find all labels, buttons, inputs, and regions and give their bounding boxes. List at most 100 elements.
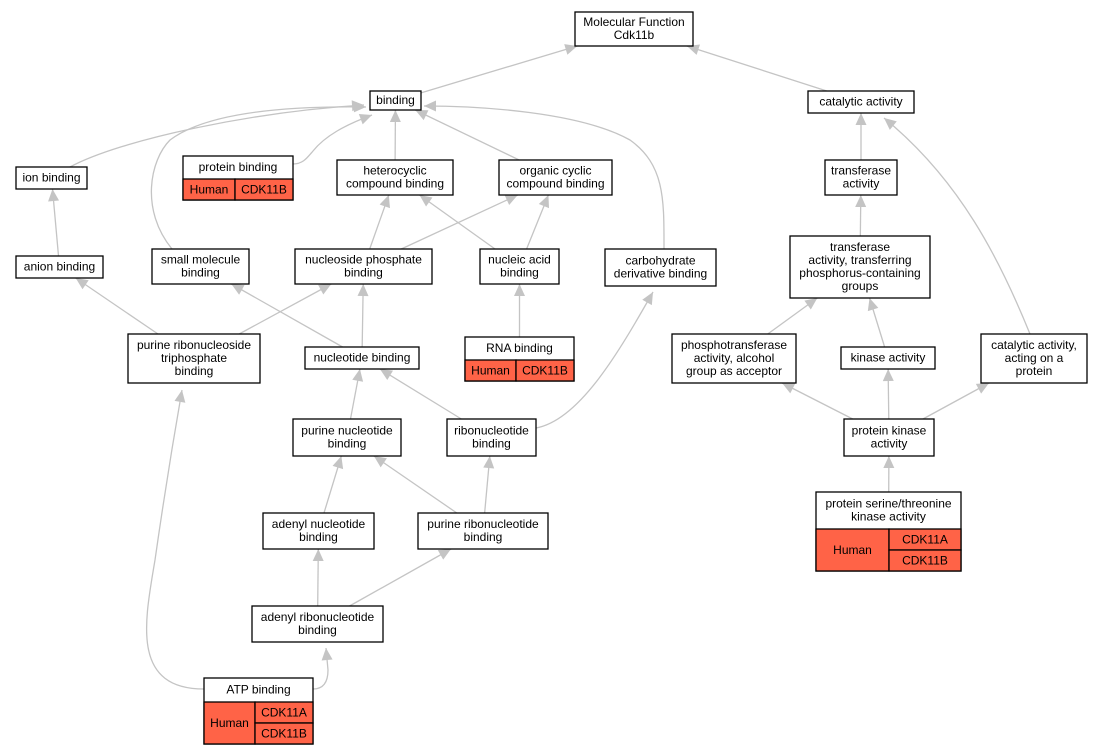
edge-heterocyclic-compound-binding-to-binding-arrowhead — [389, 110, 401, 123]
edge-protein-kinase-activity-to-phosphotransferase-alcohol — [781, 382, 853, 420]
edge-purine-ribonucleoside-triphosphate-binding-to-nucleoside-phosphate-binding-arrowhead — [318, 284, 332, 295]
edge-transferase-activity-to-catalytic-activity-arrowhead — [855, 113, 867, 125]
edge-protein-serine-threonine-kinase-to-protein-kinase-activity-arrowhead — [883, 456, 895, 469]
node-ion-binding[interactable]: ion binding — [15, 166, 88, 190]
edge-atp-binding-to-adenyl-ribonucleotide-binding-arrowhead — [321, 648, 333, 661]
node-anion-binding[interactable]: anion binding — [15, 255, 104, 279]
node-molecular-function-label-line: Molecular Function — [583, 15, 684, 29]
node-ion-binding-box — [15, 166, 88, 190]
node-catalytic-acting-on-protein-label-line: acting on a — [1005, 351, 1064, 365]
node-protein-binding-species-label: Human — [190, 183, 229, 197]
node-nucleic-acid-binding-box — [479, 248, 560, 285]
node-transferase-phosphorus-box — [789, 235, 931, 299]
node-binding[interactable]: binding — [369, 90, 422, 111]
node-atp-binding-gene-cell[interactable] — [254, 722, 314, 745]
node-ribonucleotide-binding-label-line: ribonucleotide — [454, 424, 529, 438]
edge-protein-kinase-activity-to-catalytic-acting-on-protein — [922, 382, 990, 420]
edge-adenyl-ribonucleotide-binding-to-adenyl-nucleotide-binding — [312, 548, 324, 607]
edge-transferase-phosphorus-to-transferase-activity — [855, 194, 867, 237]
node-purine-ribonucleotide-binding-label-line: purine ribonucleotide — [427, 517, 539, 531]
edge-heterocyclic-compound-binding-to-binding — [389, 109, 401, 161]
edge-catalytic-acting-on-protein-to-catalytic-activity — [883, 117, 1031, 335]
edge-nucleic-acid-binding-to-organic-cyclic-compound-binding-arrowhead — [538, 195, 550, 209]
node-adenyl-nucleotide-binding-box — [262, 512, 375, 550]
edge-nucleotide-binding-to-nucleoside-phosphate-binding-arrowhead — [357, 284, 369, 297]
node-kinase-activity[interactable]: kinase activity — [840, 346, 936, 370]
edge-protein-binding-to-binding — [292, 114, 373, 165]
edge-adenyl-nucleotide-binding-to-purine-nucleotide-binding — [323, 455, 344, 514]
node-molecular-function-label-line: Cdk11b — [614, 28, 655, 42]
node-nucleotide-binding[interactable]: nucleotide binding — [304, 346, 420, 370]
edge-organic-cyclic-compound-binding-to-binding — [414, 109, 520, 161]
node-atp-binding-species-cell — [203, 701, 256, 745]
node-catalytic-activity-label-line: catalytic activity — [819, 95, 902, 109]
edge-catalytic-activity-to-molecular-function-arrowhead — [686, 44, 700, 55]
node-transferase-activity-label-line: activity — [843, 177, 880, 191]
edge-atp-binding-to-purine-ribonucleoside-triphosphate-binding-line — [145, 389, 205, 690]
edge-purine-ribonucleoside-triphosphate-binding-to-anion-binding-line — [75, 277, 159, 335]
edge-adenyl-ribonucleotide-binding-to-purine-ribonucleotide-binding-arrowhead — [437, 549, 451, 560]
edge-adenyl-ribonucleotide-binding-to-adenyl-nucleotide-binding-arrowhead — [312, 549, 324, 562]
node-kinase-activity-box — [840, 346, 936, 370]
edge-atp-binding-to-adenyl-ribonucleotide-binding — [312, 647, 333, 690]
edge-ion-binding-to-binding-line — [69, 104, 365, 168]
node-rna-binding-gene-cell[interactable] — [515, 359, 575, 382]
node-anion-binding-label-line: anion binding — [24, 260, 95, 274]
edge-phosphotransferase-alcohol-to-transferase-phosphorus-arrowhead — [804, 298, 818, 310]
edge-purine-ribonucleotide-binding-to-ribonucleotide-binding — [483, 455, 495, 514]
node-nucleotide-binding-box — [304, 346, 420, 370]
node-purine-nucleotide-binding-box — [292, 418, 402, 457]
edge-carbohydrate-derivative-binding-to-binding-line — [423, 105, 665, 250]
edge-transferase-activity-to-catalytic-activity — [855, 113, 867, 160]
edge-purine-ribonucleotide-binding-to-purine-nucleotide-binding-arrowhead — [373, 456, 387, 468]
node-protein-serine-threonine-kinase-gene-label: CDK11B — [902, 554, 948, 568]
edge-nucleotide-binding-to-nucleoside-phosphate-binding — [357, 283, 369, 348]
edge-rna-binding-to-nucleic-acid-binding-arrowhead — [514, 284, 525, 296]
edge-atp-binding-to-purine-ribonucleoside-triphosphate-binding-arrowhead — [174, 390, 186, 403]
edge-catalytic-acting-on-protein-to-catalytic-activity-arrowhead — [884, 118, 897, 130]
node-transferase-activity-box — [824, 159, 898, 196]
node-protein-binding-gene-cell[interactable] — [234, 178, 294, 201]
node-heterocyclic-compound-binding-label-line: heterocyclic — [363, 164, 426, 178]
node-purine-nucleotide-binding-label-line: purine nucleotide — [301, 424, 393, 438]
node-atp-binding-species-label: Human — [210, 716, 249, 730]
edge-nucleotide-binding-to-small-molecule-binding — [231, 283, 343, 348]
node-small-molecule-binding-label-line: small molecule — [161, 253, 241, 267]
node-rna-binding-gene-label: CDK11B — [522, 364, 568, 378]
node-adenyl-nucleotide-binding-label-line: adenyl nucleotide — [272, 517, 366, 531]
edge-atp-binding-to-adenyl-ribonucleotide-binding-line — [312, 647, 329, 690]
node-atp-binding-gene-label: CDK11A — [261, 706, 307, 720]
node-protein-serine-threonine-kinase-gene-cell[interactable] — [888, 549, 962, 572]
node-transferase-activity-label-line: transferase — [831, 164, 891, 178]
node-nucleotide-binding-label-line: nucleotide binding — [314, 351, 411, 365]
edge-purine-nucleotide-binding-to-nucleotide-binding-arrowhead — [352, 369, 364, 382]
node-catalytic-activity[interactable]: catalytic activity — [807, 90, 915, 114]
edge-ribonucleotide-binding-to-carbohydrate-derivative-binding-line — [535, 291, 654, 429]
node-binding-box — [369, 90, 422, 111]
edge-binding-to-molecular-function-line — [420, 45, 578, 94]
edge-protein-kinase-activity-to-kinase-activity — [882, 368, 894, 420]
